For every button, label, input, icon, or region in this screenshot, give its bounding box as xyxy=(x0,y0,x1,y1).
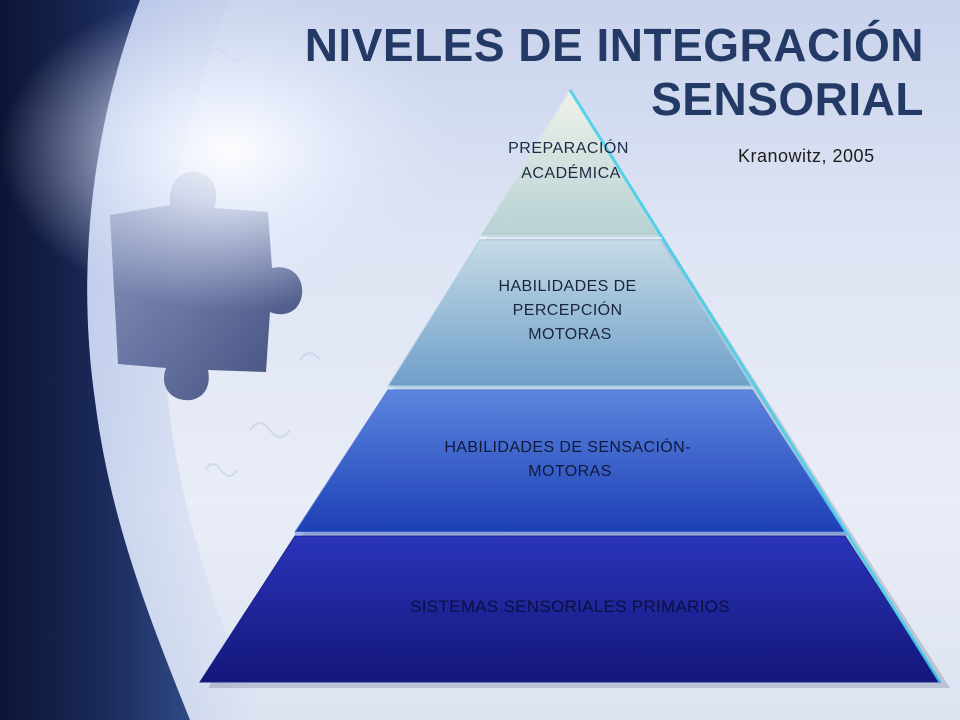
pyramid-level-4-label: SISTEMAS SENSORIALES PRIMARIOS xyxy=(410,597,730,616)
pyramid-level-2-label: HABILIDADES DE PERCEPCIÓN MOTORAS xyxy=(499,278,642,343)
citation: Kranowitz, 2005 xyxy=(738,146,875,166)
pyramid-level-1-label: PREPARACIÓN ACADÉMICA xyxy=(508,138,634,182)
pyramid-level-2-shape xyxy=(387,239,753,387)
pyramid-level-3-label: HABILIDADES DE SENSACIÓN- MOTORAS xyxy=(444,437,695,480)
slide-title: NIVELES DE INTEGRACIÓN SENSORIAL xyxy=(304,19,924,125)
pyramid-level-3-shape xyxy=(294,389,846,533)
pyramid-edge-highlight xyxy=(568,89,942,683)
